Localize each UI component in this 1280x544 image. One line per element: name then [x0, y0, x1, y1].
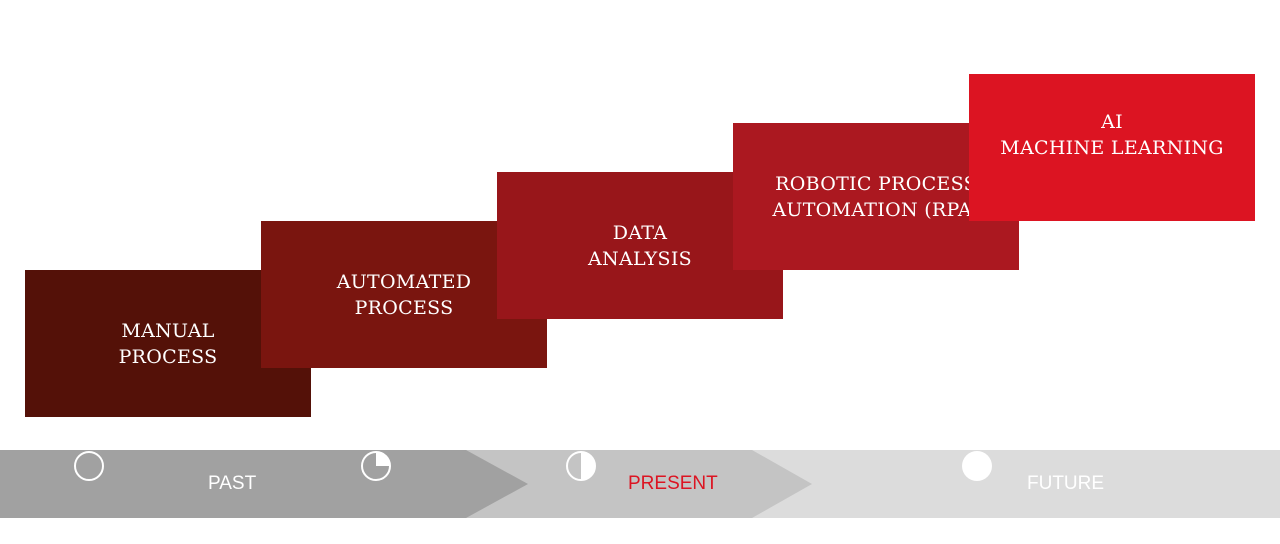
present-label: PRESENT — [628, 473, 718, 494]
past-label: PAST — [208, 473, 257, 494]
timeline-bar: PAST PRESENT FUTURE — [0, 450, 1280, 518]
step-ai-machine-learning: AI MACHINE LEARNING — [969, 74, 1255, 221]
step-label-line2: AUTOMATION (RPA) — [772, 198, 980, 221]
full-circle-icon — [962, 451, 992, 481]
step-label-line2: PROCESS — [354, 296, 454, 319]
step-label-line2: ANALYSIS — [588, 247, 692, 270]
step-label-line1: AUTOMATED — [336, 270, 472, 293]
step-label-line1: AI — [1101, 110, 1123, 133]
step-label-line2: PROCESS — [118, 345, 218, 368]
timeline-bands — [0, 450, 1280, 518]
past-band — [0, 450, 528, 518]
future-label: FUTURE — [1027, 473, 1105, 494]
quarter-pie-icon — [361, 451, 391, 481]
step-label-line1: ROBOTIC PROCESS — [775, 172, 977, 195]
step-label-line1: MANUAL — [121, 319, 215, 342]
half-pie-icon — [566, 451, 596, 481]
step-label-line2: MACHINE LEARNING — [1000, 136, 1224, 159]
empty-circle-icon — [74, 451, 104, 481]
step-label-line1: DATA — [612, 221, 668, 244]
